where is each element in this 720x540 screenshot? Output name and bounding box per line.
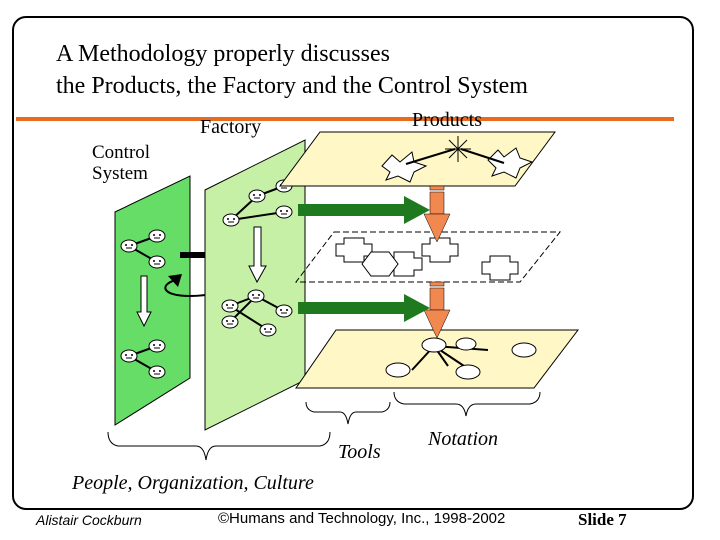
person-icon [120,239,138,253]
factory-to-products-arrow-upper [298,196,430,224]
notation-label: Notation [428,428,499,450]
factory-label: Factory [200,116,262,138]
person-icon [148,255,166,269]
product-plane-bottom [295,329,580,389]
slide-title: A Methodology properly discusses the Pro… [56,38,528,102]
control-system-plane [114,175,191,426]
person-icon [148,339,166,353]
factory-down-arrow [248,226,267,284]
person-icon [275,205,293,219]
title-underline [16,117,674,121]
person-icon [248,189,266,203]
person-icon [221,299,239,313]
people-organization-culture-label: People, Organization, Culture [72,472,314,494]
slide-title-line2: the Products, the Factory and the Contro… [56,73,528,99]
control-system-label: Control System [92,142,150,184]
product-plane-middle [294,231,562,283]
footer-author: Alistair Cockburn [36,512,142,528]
control-system-label-line2: System [92,163,148,184]
people-brace [107,431,331,461]
slide-number: Slide 7 [578,510,627,529]
product-network [385,337,537,380]
person-icon [148,229,166,243]
control-down-arrow [136,275,152,328]
person-icon [148,365,166,379]
feedback-loop-arrowhead [168,274,182,287]
factory-to-products-arrow-lower [298,294,430,322]
tools-brace [305,401,391,425]
product-flow-arrow-upper [423,185,451,243]
product-part-shape [481,255,519,281]
person-icon [259,323,277,337]
person-icon [120,349,138,363]
product-plane-top [279,131,556,187]
slide-frame [12,16,694,510]
product-spark-shapes [381,136,534,183]
person-icon [275,304,293,318]
control-system-label-line1: Control [92,142,151,163]
product-part-shape [421,237,459,263]
notation-brace [393,391,541,417]
product-flow-arrow-lower [423,281,451,339]
footer-copyright: ©Humans and Technology, Inc., 1998-2002 [218,510,506,527]
tools-label: Tools [338,441,381,463]
products-label: Products [412,109,482,131]
person-icon [247,289,265,303]
person-icon [222,213,240,227]
slide-title-line1: A Methodology properly discusses [56,41,390,67]
person-icon [221,315,239,329]
